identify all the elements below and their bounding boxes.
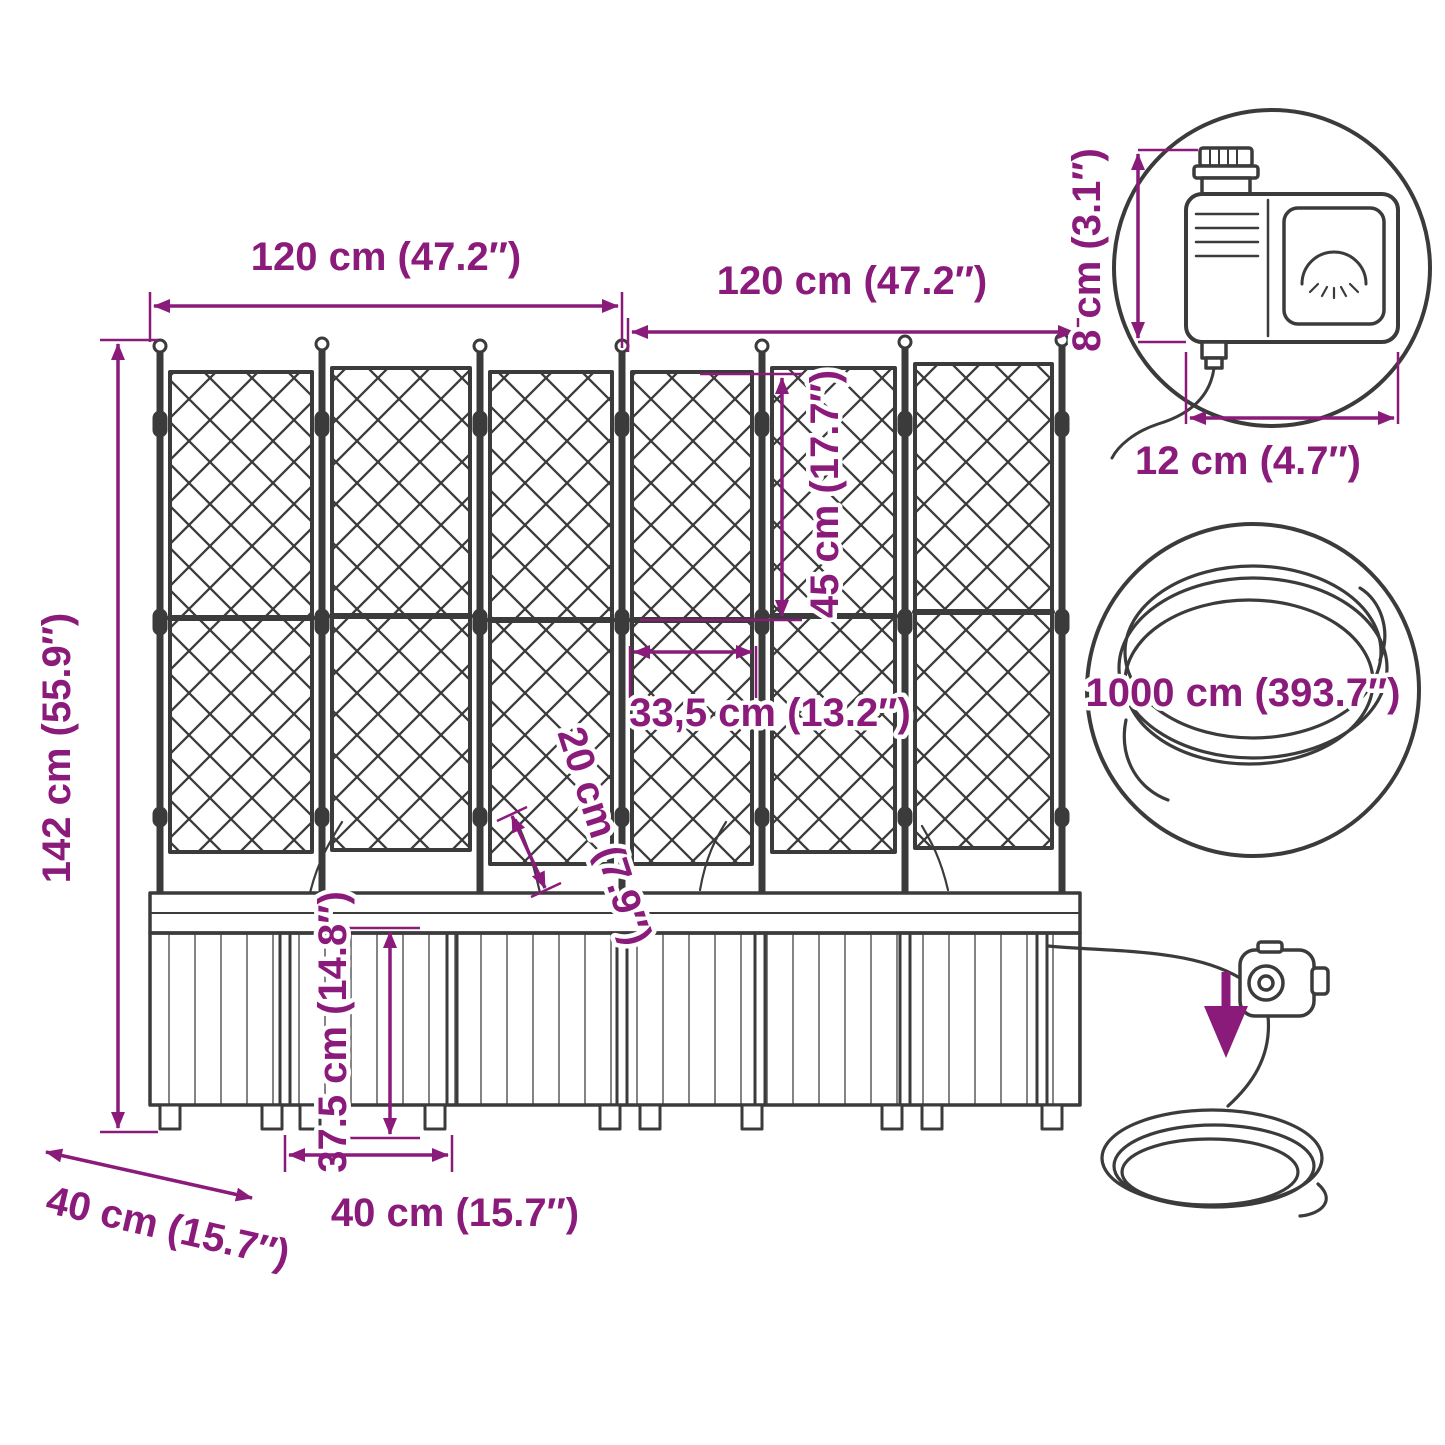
hose-down bbox=[1226, 1014, 1271, 1108]
planter-front bbox=[148, 931, 1082, 1107]
dim-height-total: 142 cm (55.9″) bbox=[31, 338, 158, 1134]
label-planter-height: 37.5 cm (14.8″) bbox=[311, 891, 355, 1173]
dim-width-left: 120 cm (47.2″) bbox=[148, 231, 624, 348]
label-width-right: 120 cm (47.2″) bbox=[717, 259, 987, 303]
planter-structure bbox=[148, 332, 1330, 1218]
dim-depth-left: 40 cm (15.7″) bbox=[38, 1148, 298, 1281]
hose-inset bbox=[1085, 522, 1421, 858]
water-timer-detail bbox=[1110, 146, 1400, 460]
timer-hose bbox=[1110, 366, 1216, 460]
label-timer-height: 8 cm (3.1″) bbox=[1065, 148, 1109, 352]
trellis-panels bbox=[167, 362, 1055, 866]
dim-trellis-height: 45 cm (17.7″) bbox=[640, 365, 852, 623]
label-height-total: 142 cm (55.9″) bbox=[35, 613, 79, 883]
post-finials bbox=[152, 332, 1070, 354]
dim-timer-height: 8 cm (3.1″) bbox=[1061, 144, 1198, 356]
label-depth-left: 40 cm (15.7″) bbox=[42, 1178, 294, 1277]
pointer-arrow bbox=[1204, 972, 1248, 1058]
label-hose-length: 1000 cm (393.7″) bbox=[1086, 671, 1401, 715]
trellis-panel bbox=[770, 366, 897, 854]
inset-circle bbox=[1085, 522, 1421, 858]
planter-feet bbox=[158, 1103, 1064, 1131]
dim-inner-width: 33,5 cm (13.2″) bbox=[625, 645, 915, 740]
label-trellis-height: 45 cm (17.7″) bbox=[803, 370, 847, 618]
irrigation-set bbox=[1046, 940, 1330, 1218]
hose-coil-detail bbox=[1117, 564, 1389, 802]
dim-width-front: 40 cm (15.7″) bbox=[283, 1135, 584, 1240]
trellis-panel bbox=[330, 366, 472, 852]
timer-inset bbox=[1110, 108, 1432, 460]
inset-circle bbox=[1112, 108, 1432, 428]
label-width-front: 40 cm (15.7″) bbox=[331, 1191, 579, 1235]
hose-to-timer bbox=[1046, 944, 1242, 980]
label-inner-width: 33,5 cm (13.2″) bbox=[629, 691, 911, 735]
label-timer-width: 12 cm (4.7″) bbox=[1135, 439, 1361, 483]
dim-hose-length: 1000 cm (393.7″) bbox=[1081, 667, 1405, 720]
label-width-left: 120 cm (47.2″) bbox=[251, 235, 521, 279]
planter-boxes bbox=[148, 818, 1082, 1131]
dim-width-right: 120 cm (47.2″) bbox=[626, 255, 1080, 352]
dim-timer-width: 12 cm (4.7″) bbox=[1131, 352, 1400, 488]
dim-planter-height: 37.5 cm (14.8″) bbox=[307, 887, 420, 1177]
hose-coil-bottom bbox=[1100, 1108, 1328, 1218]
water-timer-small bbox=[1238, 940, 1330, 1018]
trellis-panel bbox=[913, 362, 1054, 850]
trellis-panel bbox=[168, 370, 314, 854]
